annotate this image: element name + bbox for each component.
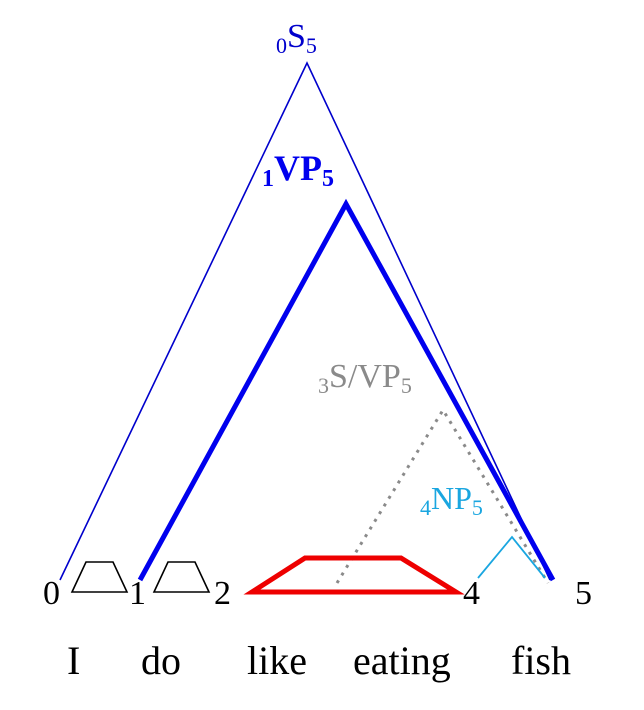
- s-edge-label: 0S5: [276, 18, 317, 58]
- position-0: 0: [43, 575, 60, 612]
- chart-edge-0-1: [70, 561, 129, 593]
- chart-edge-2-4: [243, 555, 465, 595]
- word-eating: eating: [353, 638, 451, 683]
- svp-edge-label: 3S/VP5: [318, 358, 412, 398]
- vp-edge: [137, 198, 556, 582]
- s-edge: [59, 61, 551, 581]
- word-I: I: [67, 638, 80, 683]
- position-5: 5: [575, 575, 592, 612]
- position-1: 1: [129, 575, 146, 612]
- chart-edge-1-2: [152, 561, 211, 593]
- position-4: 4: [463, 575, 480, 612]
- word-fish: fish: [511, 638, 571, 683]
- word-do: do: [141, 638, 181, 683]
- np-edge-label: 4NP5: [420, 480, 483, 520]
- word-like: like: [247, 638, 307, 683]
- position-2: 2: [214, 575, 231, 612]
- np-edge: [477, 535, 546, 579]
- vp-edge-label: 1VP5: [262, 148, 334, 192]
